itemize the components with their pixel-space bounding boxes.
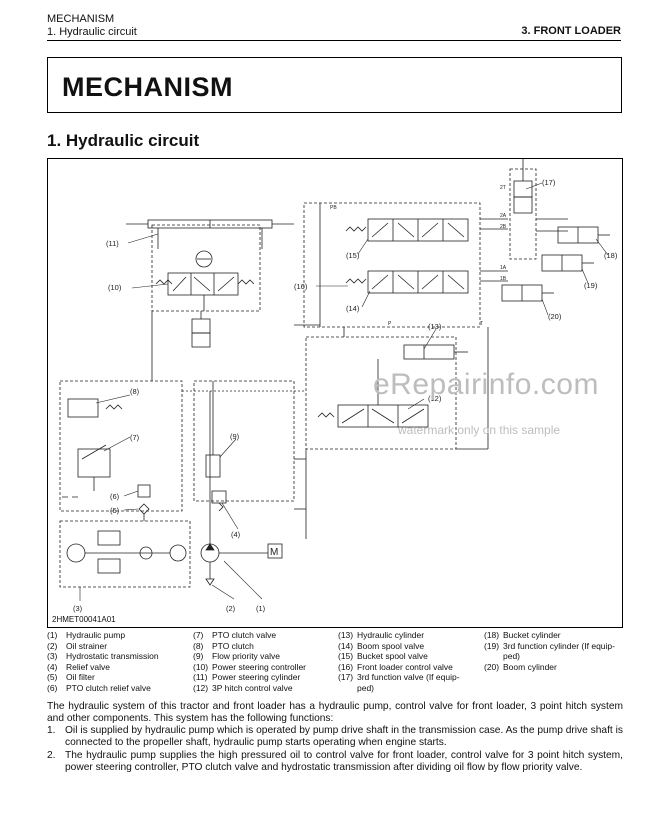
boom-cylinder [501,284,554,302]
port-label: PB [330,205,337,211]
port-label: 2T [500,185,506,191]
callout-7: (7) [130,433,140,442]
callout-10: (10) [108,283,122,292]
legend-item: (19)3rd function cylinder (If equip- [484,640,615,651]
third-function-cylinder [541,254,594,272]
port-label: 1B [500,276,507,282]
callout-18: (18) [604,251,618,260]
legend-item: (12)3P hitch control valve [193,682,293,693]
power-steering-cylinder [126,219,294,249]
legend-item: (13)Hydraulic cylinder [338,630,425,640]
callout-17: (17) [542,178,556,187]
motor-label: M [270,547,278,558]
legend-item: (10)Power steering controller [193,661,307,672]
hydraulic-circuit-figure: PB 2A 1A 2B 1B T P 2T (1) (2) (3) (4) (5… [47,158,623,628]
legend-item: (11)Power steering cylinder [193,672,301,683]
legend-item: (1)Hydraulic pump [47,630,126,640]
header-chapter: 3. FRONT LOADER [521,25,621,37]
legend-item-continuation: ped) [503,651,521,662]
power-steering-controller [151,224,261,312]
callout-12: (12) [428,394,442,403]
hydrostatic-transmission [59,520,191,588]
legend-item: (8)PTO clutch [193,640,254,651]
callout-4: (4) [231,530,241,539]
callout-5: (5) [110,506,120,515]
callout-15: (15) [346,251,360,260]
body-text: The hydraulic system of this tractor and… [47,701,623,773]
watermark-text: eRepairinfo.com [373,368,599,401]
legend-item: (5)Oil filter [47,672,95,683]
header-subsection: 1. Hydraulic circuit [47,26,137,38]
legend-item: (14)Boom spool valve [338,640,425,651]
function-item-1: 1.Oil is supplied by hydraulic pump whic… [47,725,623,749]
function-item-2: 2.The hydraulic pump supplies the high p… [47,749,623,773]
legend-item: (16)Front loader control valve [338,661,453,672]
callout-16: (16) [294,282,308,291]
header-rule [47,40,621,41]
callout-19: (19) [584,281,598,290]
front-loader-control-valve [303,202,508,328]
motor-symbol [267,543,283,559]
legend-item: (2)Oil strainer [47,640,108,651]
running-header-left: MECHANISM 1. Hydraulic circuit [47,13,137,39]
callout-1: (1) [256,604,266,613]
port-label: T [480,321,483,327]
legend-item: (17)3rd function valve (If equip- [338,672,460,683]
callout-20: (20) [548,312,562,321]
callout-13: (13) [428,322,442,331]
figure-code: 2HMET00041A01 [52,615,116,624]
hydraulic-pump [182,390,306,586]
legend-item: (18)Bucket cylinder [484,630,561,640]
bucket-cylinder [557,226,610,244]
legend-item: (9)Flow priority valve [193,651,281,662]
callout-14: (14) [346,304,360,313]
legend-column-1: (1)Hydraulic pump (2)Oil strainer (3)Hyd… [47,630,159,694]
third-function-valve [509,159,568,260]
legend-item: (15)Bucket spool valve [338,651,428,662]
port-label: P [388,321,392,327]
legend-item: (3)Hydrostatic transmission [47,651,159,662]
watermark-subtext: watermark only on this sample [398,423,561,437]
legend-item: (7)PTO clutch valve [193,630,277,640]
legend-column-4: (18)Bucket cylinder (19)3rd function cyl… [484,630,615,672]
port-label: 1A [500,265,507,271]
pto-clutch-section [59,380,183,521]
callout-3: (3) [73,604,83,613]
legend-column-2: (7)PTO clutch valve (8)PTO clutch (9)Flo… [193,630,306,694]
callout-9: (9) [230,432,240,441]
banner-title: MECHANISM [62,72,233,102]
flow-priority-valve [193,380,295,512]
section-title: 1. Hydraulic circuit [47,131,200,150]
three-point-hitch-control-valve [305,327,468,450]
port-label: 2B [500,224,507,230]
legend-item: (4)Relief valve [47,661,110,672]
legend-item-continuation: ped) [357,682,375,693]
callout-6: (6) [110,492,120,501]
legend-item: (20)Boom cylinder [484,661,557,672]
callout-11: (11) [106,239,119,248]
port-label: 2A [500,213,507,219]
intro-paragraph: The hydraulic system of this tractor and… [47,701,623,724]
callout-8: (8) [130,387,140,396]
circuit-diagram: PB 2A 1A 2B 1B T P 2T (1) (2) (3) (4) (5… [59,159,618,613]
header-section: MECHANISM [47,13,115,25]
legend-column-3: (13)Hydraulic cylinder (14)Boom spool va… [338,630,460,694]
callout-2: (2) [226,604,236,613]
chapter-banner: MECHANISM [47,57,622,113]
legend-item: (6)PTO clutch relief valve [47,682,151,693]
